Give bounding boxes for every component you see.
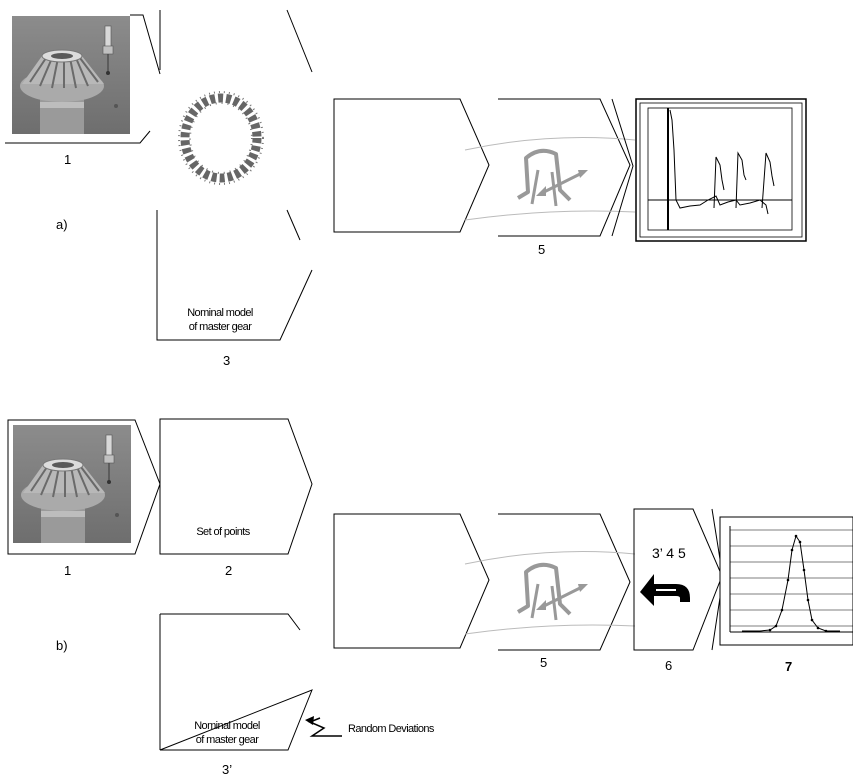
nominal-model-box-b bbox=[159, 613, 313, 751]
panel-tag-a: a) bbox=[56, 217, 68, 232]
contact-box-b5 bbox=[498, 513, 631, 651]
point-cloud-ring bbox=[178, 91, 264, 185]
error-plot-a bbox=[635, 98, 807, 242]
random-deviation-squiggle bbox=[308, 717, 342, 737]
contact-box-a5 bbox=[498, 98, 631, 237]
process-box-a4 bbox=[333, 98, 490, 233]
return-arrow-icon bbox=[640, 574, 690, 606]
base-line-a1 bbox=[5, 130, 151, 144]
gear-photo-b bbox=[12, 424, 132, 544]
process-box-b4 bbox=[333, 513, 490, 649]
step-label-a1: 1 bbox=[64, 152, 72, 167]
step-label-b1: 1 bbox=[64, 563, 72, 578]
step-label-b3-prime: 3’ bbox=[222, 762, 233, 777]
connector-a1 bbox=[130, 14, 161, 75]
tooth-contact-sketch-b bbox=[463, 549, 637, 636]
random-deviations-label: Random Deviations bbox=[348, 723, 434, 735]
step-label-b2: 2 bbox=[225, 563, 233, 578]
step-label-b5: 5 bbox=[540, 655, 548, 670]
nominal-model-line2-b: of master gear bbox=[195, 734, 259, 746]
nominal-model-line2-a: of master gear bbox=[188, 321, 252, 333]
step-label-b6: 6 bbox=[665, 658, 673, 673]
nominal-model-line1-b: Nominal model bbox=[194, 720, 260, 732]
nominal-model-line1-a: Nominal model bbox=[187, 307, 253, 319]
panel-a bbox=[5, 9, 807, 341]
step-label-a5: 5 bbox=[538, 242, 546, 257]
step-label-b7: 7 bbox=[785, 659, 793, 674]
distribution-plot-b bbox=[719, 516, 853, 646]
panel-tag-b: b) bbox=[56, 638, 68, 653]
arrow-to-plot-a bbox=[611, 98, 634, 237]
arrow-top-a2 bbox=[286, 9, 313, 73]
iteration-box-b6 bbox=[633, 508, 723, 651]
nominal-model-label-b: Nominal model of master gear bbox=[177, 719, 277, 747]
set-of-points-label: Set of points bbox=[196, 526, 250, 538]
nominal-arrow-top-a bbox=[286, 209, 301, 241]
nominal-model-box-a bbox=[156, 210, 313, 341]
loop-steps-label: 3’ 4 5 bbox=[652, 545, 686, 561]
tooth-contact-sketch-a bbox=[463, 135, 637, 222]
nominal-model-label-a: Nominal model of master gear bbox=[170, 306, 270, 334]
gear-photo-a bbox=[11, 15, 131, 135]
panel-b bbox=[7, 418, 853, 751]
step-label-a3: 3 bbox=[223, 353, 231, 368]
photo-frame-b1 bbox=[7, 419, 161, 555]
set-of-points-box bbox=[159, 418, 313, 555]
